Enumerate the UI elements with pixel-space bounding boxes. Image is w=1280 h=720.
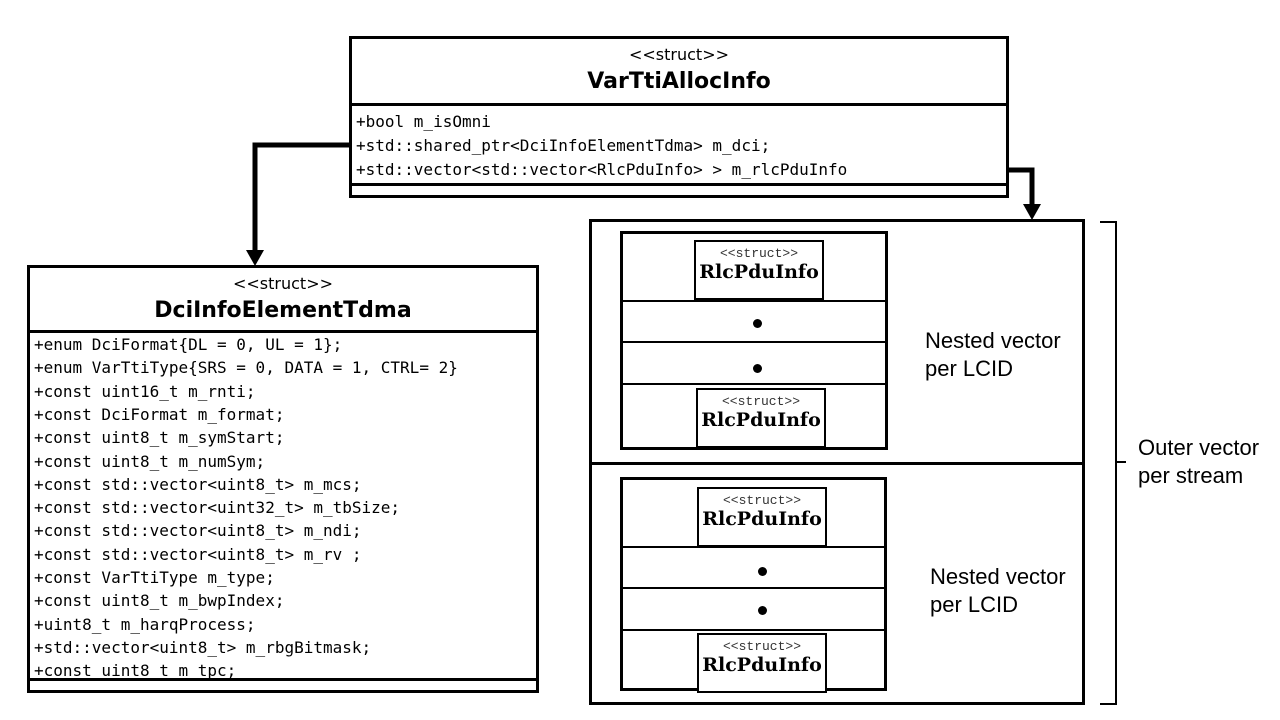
struct-name: RlcPduInfo bbox=[699, 261, 819, 283]
stereotype: <<struct>> bbox=[722, 493, 801, 508]
divider bbox=[623, 341, 885, 343]
nested-vector-box: <<struct>> RlcPduInfo <<struct>> RlcPduI… bbox=[620, 231, 888, 450]
label-line: Outer vector bbox=[1138, 435, 1260, 460]
stereotype: <<struct>> bbox=[719, 246, 798, 261]
dci-info-element-tdma-class: <<struct>> DciInfoElementTdma +enum DciF… bbox=[27, 265, 539, 693]
struct-name: RlcPduInfo bbox=[702, 654, 822, 676]
attribute: +bool m_isOmni bbox=[356, 112, 491, 131]
attribute: +const uint8_t m_tpc; bbox=[34, 661, 237, 681]
divider bbox=[623, 546, 884, 548]
label-line: per LCID bbox=[925, 356, 1014, 381]
nested-vector-label: Nested vector per LCID bbox=[930, 563, 1066, 619]
struct-name: RlcPduInfo bbox=[701, 409, 821, 431]
attribute: +std::vector<uint8_t> m_rbgBitmask; bbox=[34, 637, 372, 657]
rlc-pdu-info-struct: <<struct>> RlcPduInfo bbox=[697, 633, 827, 693]
arrowhead-icon bbox=[246, 250, 264, 266]
ellipsis-dot bbox=[753, 319, 762, 328]
attribute: +const std::vector<uint32_t> m_tbSize; bbox=[34, 498, 401, 518]
divider bbox=[623, 300, 885, 302]
attribute: +const DciFormat m_format; bbox=[34, 404, 285, 424]
attribute: +const uint8_t m_numSym; bbox=[34, 451, 266, 471]
rlc-pdu-info-struct: <<struct>> RlcPduInfo bbox=[696, 388, 826, 448]
divider bbox=[30, 330, 536, 333]
rlc-pdu-info-struct: <<struct>> RlcPduInfo bbox=[694, 240, 824, 300]
attribute: +std::vector<std::vector<RlcPduInfo> > m… bbox=[356, 160, 848, 179]
outer-bracket bbox=[1100, 221, 1126, 705]
attribute: +const std::vector<uint8_t> m_mcs; bbox=[34, 474, 362, 494]
class-name: DciInfoElementTdma bbox=[154, 298, 412, 323]
attribute: +const uint16_t m_rnti; bbox=[34, 381, 256, 401]
attribute: +const uint8_t m_symStart; bbox=[34, 428, 285, 448]
attribute: +enum VarTtiType{SRS = 0, DATA = 1, CTRL… bbox=[34, 358, 458, 378]
arrowhead-icon bbox=[1023, 204, 1041, 220]
stereotype: <<struct>> bbox=[628, 45, 730, 64]
nested-vector-box: <<struct>> RlcPduInfo <<struct>> RlcPduI… bbox=[620, 477, 887, 693]
dci-association-line bbox=[252, 142, 352, 252]
divider bbox=[623, 629, 884, 631]
label-line: Nested vector bbox=[925, 328, 1061, 353]
ellipsis-dot bbox=[758, 606, 767, 615]
divider bbox=[352, 103, 1006, 106]
attribute: +const VarTtiType m_type; bbox=[34, 568, 275, 587]
label-line: per LCID bbox=[930, 592, 1019, 617]
nested-vector-label: Nested vector per LCID bbox=[925, 327, 1061, 383]
rlc-pdu-info-struct: <<struct>> RlcPduInfo bbox=[697, 487, 827, 547]
ellipsis-dot bbox=[758, 567, 767, 576]
stereotype: <<struct>> bbox=[722, 639, 801, 654]
attribute: +const std::vector<uint8_t> m_ndi; bbox=[34, 521, 362, 541]
label-line: Nested vector bbox=[930, 564, 1066, 589]
var-tti-alloc-info-class: <<struct>> VarTtiAllocInfo +bool m_isOmn… bbox=[349, 36, 1009, 198]
ellipsis-dot bbox=[753, 364, 762, 373]
outer-vector-label: Outer vector per stream bbox=[1138, 434, 1259, 490]
attribute: +std::shared_ptr<DciInfoElementTdma> m_d… bbox=[356, 136, 771, 155]
attribute: +uint8_t m_harqProcess; bbox=[34, 614, 256, 634]
divider bbox=[592, 462, 1082, 465]
attribute: +enum DciFormat{DL = 0, UL = 1}; bbox=[34, 335, 343, 354]
stereotype: <<struct>> bbox=[232, 274, 334, 293]
divider bbox=[30, 678, 536, 681]
divider bbox=[352, 183, 1006, 186]
divider bbox=[623, 383, 885, 385]
attribute: +const uint8_t m_bwpIndex; bbox=[34, 591, 285, 611]
stereotype: <<struct>> bbox=[721, 394, 800, 409]
attribute: +const std::vector<uint8_t> m_rv ; bbox=[34, 544, 362, 564]
class-name: VarTtiAllocInfo bbox=[587, 69, 771, 94]
label-line: per stream bbox=[1138, 463, 1244, 488]
divider bbox=[623, 587, 884, 589]
struct-name: RlcPduInfo bbox=[702, 508, 822, 530]
